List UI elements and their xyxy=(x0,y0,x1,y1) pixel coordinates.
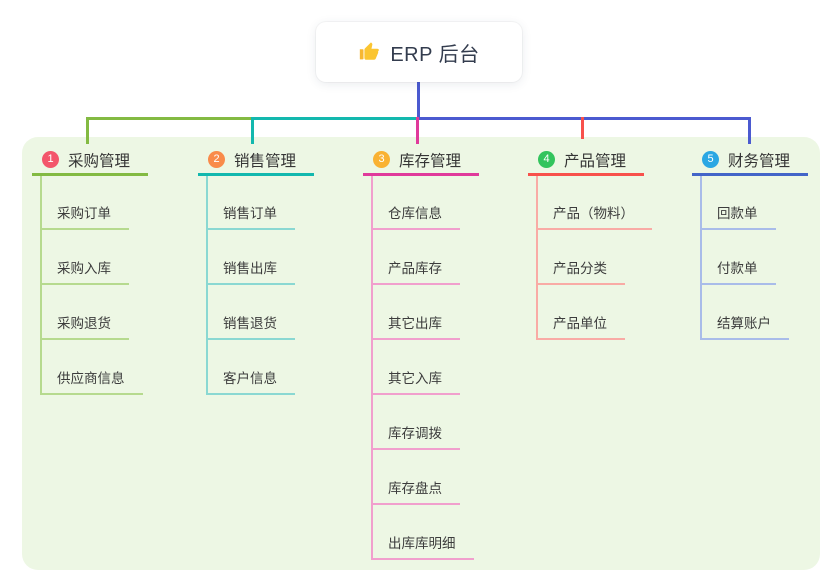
child-node[interactable]: 库存调拨 xyxy=(371,416,460,450)
child-node-label: 产品库存 xyxy=(388,261,442,276)
child-node[interactable]: 付款单 xyxy=(700,251,776,285)
child-node[interactable]: 销售退货 xyxy=(206,306,295,340)
branch-label: 库存管理 xyxy=(399,152,462,170)
branch-node-2[interactable]: 2 销售管理 xyxy=(198,146,314,176)
child-node-label: 付款单 xyxy=(717,261,758,276)
connector-children-branch-1 xyxy=(40,176,42,395)
child-node-label: 回款单 xyxy=(717,206,758,221)
child-node-label: 仓库信息 xyxy=(388,206,442,221)
child-node[interactable]: 销售订单 xyxy=(206,196,295,230)
branch-badge: 2 xyxy=(208,151,225,168)
branch-node-5[interactable]: 5 财务管理 xyxy=(692,146,808,176)
child-node[interactable]: 采购订单 xyxy=(40,196,129,230)
child-node-label: 产品（物料） xyxy=(553,206,634,221)
child-node-label: 产品分类 xyxy=(553,261,607,276)
connector-root-vertical xyxy=(417,82,420,117)
connector-drop-branch-1 xyxy=(86,117,89,144)
connector-children-branch-3 xyxy=(371,176,373,560)
child-node[interactable]: 回款单 xyxy=(700,196,776,230)
connector-bus-middle xyxy=(251,117,419,120)
child-node[interactable]: 库存盘点 xyxy=(371,471,460,505)
connector-bus-left xyxy=(86,117,254,120)
branch-label: 产品管理 xyxy=(564,152,627,170)
child-node-label: 销售退货 xyxy=(223,316,277,331)
child-node[interactable]: 产品分类 xyxy=(536,251,625,285)
child-node[interactable]: 出库库明细 xyxy=(371,526,474,560)
child-node[interactable]: 销售出库 xyxy=(206,251,295,285)
branch-node-1[interactable]: 1 采购管理 xyxy=(32,146,148,176)
child-node[interactable]: 仓库信息 xyxy=(371,196,460,230)
child-node[interactable]: 其它入库 xyxy=(371,361,460,395)
child-node[interactable]: 采购入库 xyxy=(40,251,129,285)
branch-node-3[interactable]: 3 库存管理 xyxy=(363,146,479,176)
branch-badge: 4 xyxy=(538,151,555,168)
branch-node-4[interactable]: 4 产品管理 xyxy=(528,146,644,176)
connector-drop-branch-3 xyxy=(416,117,419,144)
child-node-label: 客户信息 xyxy=(223,371,277,386)
child-node-label: 结算账户 xyxy=(717,316,771,331)
child-node-label: 库存调拨 xyxy=(388,426,442,441)
branch-badge: 5 xyxy=(702,151,719,168)
child-node[interactable]: 采购退货 xyxy=(40,306,129,340)
child-node-label: 供应商信息 xyxy=(57,371,125,386)
connector-drop-branch-2 xyxy=(251,117,254,144)
child-node-label: 库存盘点 xyxy=(388,481,442,496)
child-node-label: 销售出库 xyxy=(223,261,277,276)
branch-background-panel xyxy=(22,137,820,570)
thumbs-up-icon xyxy=(358,41,380,63)
branch-badge: 1 xyxy=(42,151,59,168)
child-node[interactable]: 产品（物料） xyxy=(536,196,652,230)
child-node[interactable]: 结算账户 xyxy=(700,306,789,340)
child-node-label: 其它出库 xyxy=(388,316,442,331)
connector-children-branch-4 xyxy=(536,176,538,340)
child-node-label: 采购入库 xyxy=(57,261,111,276)
connector-drop-branch-5 xyxy=(748,117,751,144)
connector-children-branch-5 xyxy=(700,176,702,340)
branch-label: 财务管理 xyxy=(728,152,791,170)
child-node-label: 采购订单 xyxy=(57,206,111,221)
child-node-label: 其它入库 xyxy=(388,371,442,386)
root-node-label: ERP 后台 xyxy=(390,43,480,66)
branch-label: 采购管理 xyxy=(68,152,131,170)
child-node[interactable]: 其它出库 xyxy=(371,306,460,340)
child-node[interactable]: 客户信息 xyxy=(206,361,295,395)
connector-drop-branch-4 xyxy=(581,117,584,139)
child-node-label: 出库库明细 xyxy=(388,536,456,551)
child-node[interactable]: 产品单位 xyxy=(536,306,625,340)
child-node-label: 销售订单 xyxy=(223,206,277,221)
connector-children-branch-2 xyxy=(206,176,208,395)
branch-badge: 3 xyxy=(373,151,390,168)
child-node-label: 采购退货 xyxy=(57,316,111,331)
child-node-label: 产品单位 xyxy=(553,316,607,331)
child-node[interactable]: 供应商信息 xyxy=(40,361,143,395)
branch-label: 销售管理 xyxy=(234,152,297,170)
root-node[interactable]: ERP 后台 xyxy=(316,22,522,82)
child-node[interactable]: 产品库存 xyxy=(371,251,460,285)
